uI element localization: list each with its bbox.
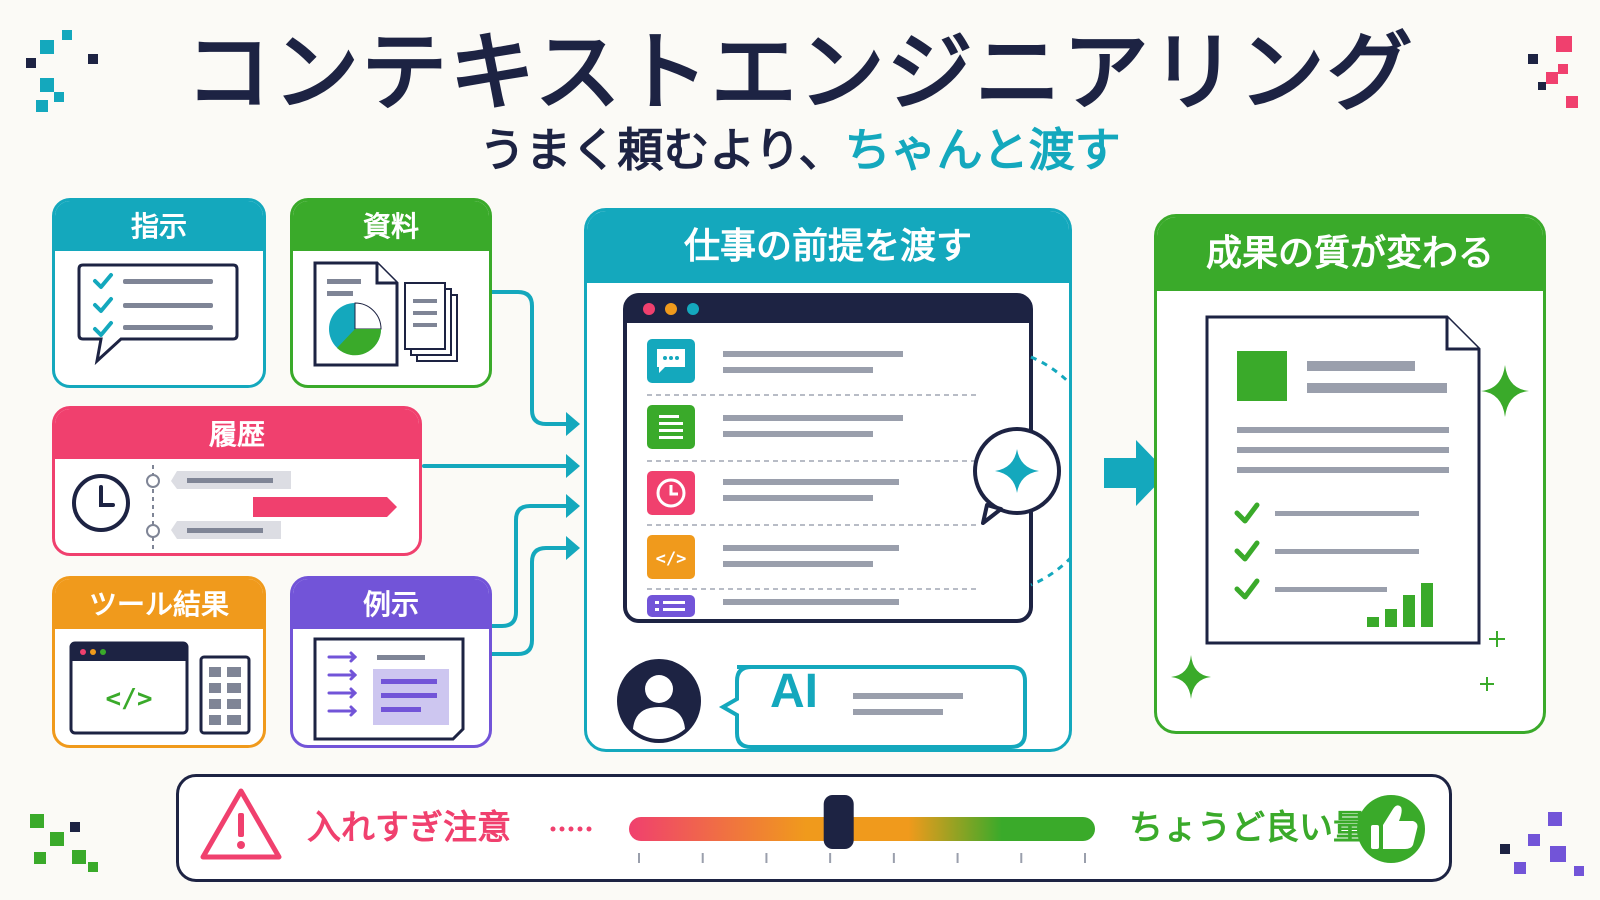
card-history-title: 履歴 (55, 409, 419, 459)
example-doc-icon (313, 637, 465, 741)
svg-text:</>: </> (106, 684, 153, 714)
result-panel: 成果の質が変わる (1154, 214, 1546, 734)
user-avatar-icon (617, 659, 701, 743)
clock-small-icon (647, 471, 695, 515)
balance-bar: 入れすぎ注意 ちょうど良い量 (176, 774, 1452, 882)
page-subtitle: うまく頼むより、ちゃんと渡す (0, 120, 1600, 180)
bar-growth-icon (1367, 583, 1433, 627)
card-history: 履歴 (52, 406, 422, 556)
card-materials: 資料 (290, 198, 492, 388)
warning-icon (200, 788, 282, 860)
code-icon: </> (647, 535, 695, 579)
clock-icon (72, 474, 130, 532)
result-document (1171, 315, 1529, 699)
sparkle-icon (973, 427, 1061, 525)
result-panel-title: 成果の質が変わる (1157, 217, 1543, 291)
card-examples-title: 例示 (293, 579, 489, 629)
balance-graphics (200, 788, 1425, 863)
card-instruction: 指示 (52, 198, 266, 388)
subtitle-accent: ちゃんと渡す (844, 123, 1121, 177)
card-examples: 例示 (290, 576, 492, 748)
arrow-right-icon (1104, 440, 1168, 506)
thumbs-up-icon (1357, 795, 1425, 863)
warning-label: 入れすぎ注意 (307, 808, 511, 848)
card-tool-results: ツール結果 </> (52, 576, 266, 748)
good-amount-label: ちょうど良い量 (1129, 808, 1367, 848)
subtitle-main: うまく頼むより、 (479, 123, 845, 177)
card-tool-results-title: ツール結果 (55, 579, 263, 629)
card-materials-title: 資料 (293, 201, 489, 251)
ai-label: AI (770, 665, 818, 718)
context-window: </> (617, 293, 1069, 749)
checklist-icon (77, 263, 239, 366)
chat-icon (647, 339, 695, 383)
context-panel: 仕事の前提を渡す </> (584, 208, 1072, 752)
card-instruction-title: 指示 (55, 201, 263, 251)
code-window-icon: </> (69, 641, 251, 735)
context-panel-title: 仕事の前提を渡す (587, 211, 1069, 283)
history-timeline (72, 465, 397, 551)
balance-track (629, 817, 1095, 841)
doc-icon (647, 405, 695, 449)
document-chart-icon (313, 261, 458, 367)
page-title: コンテキストエンジニアリング (185, 23, 1415, 123)
list-icon (647, 595, 695, 617)
svg-text:</>: </> (656, 549, 687, 569)
slider-knob (823, 795, 854, 849)
